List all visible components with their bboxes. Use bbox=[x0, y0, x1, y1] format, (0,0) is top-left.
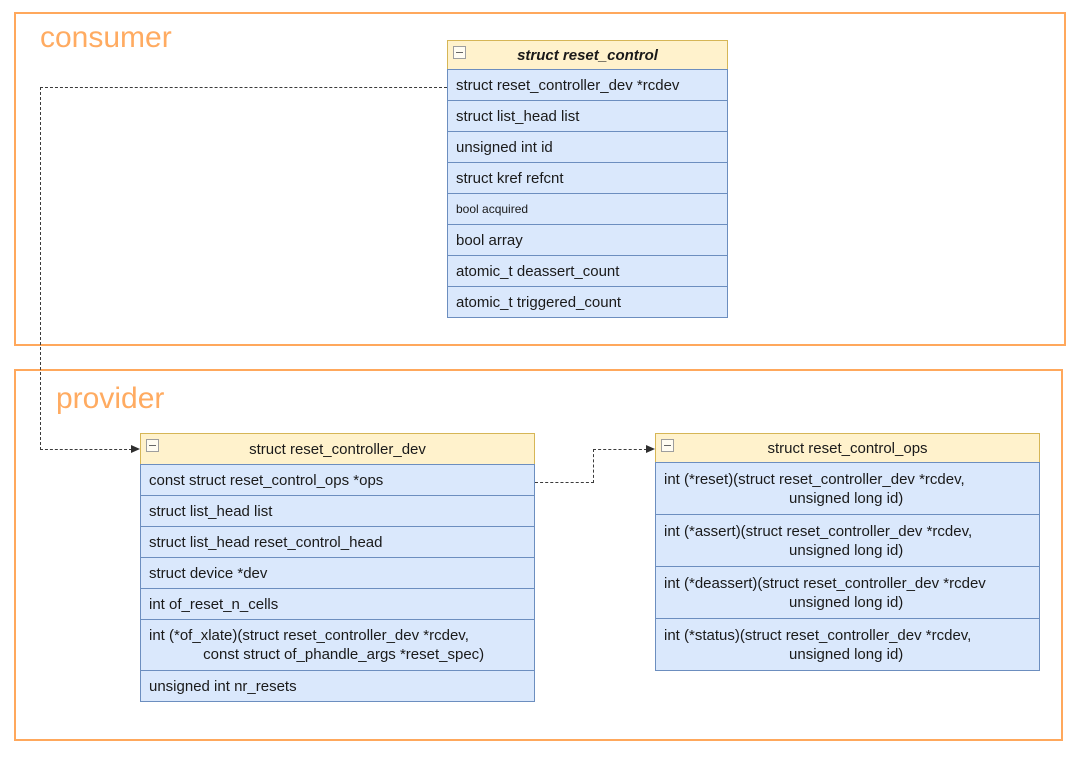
field-refcnt: struct kref refcnt bbox=[447, 162, 728, 194]
field-array: bool array bbox=[447, 224, 728, 256]
field-id: unsigned int id bbox=[447, 131, 728, 163]
field-dev: struct device *dev bbox=[140, 557, 535, 589]
field-op-reset: int (*reset)(struct reset_controller_dev… bbox=[655, 462, 1040, 515]
field-rcdev: struct reset_controller_dev *rcdev bbox=[447, 69, 728, 101]
struct-reset-control-ops-table: struct reset_control_ops int (*reset)(st… bbox=[655, 433, 1040, 671]
field-op-assert: int (*assert)(struct reset_controller_de… bbox=[655, 514, 1040, 567]
struct-title: struct reset_controller_dev bbox=[249, 440, 426, 458]
consumer-group bbox=[14, 12, 1066, 346]
struct-reset-control-ops-header: struct reset_control_ops bbox=[655, 433, 1040, 463]
field-of-reset-n-cells: int of_reset_n_cells bbox=[140, 588, 535, 620]
provider-label: provider bbox=[56, 382, 165, 415]
field-list: struct list_head list bbox=[447, 100, 728, 132]
connector-ops-line-v bbox=[593, 449, 594, 483]
field-list: struct list_head list bbox=[140, 495, 535, 527]
connector-ops-arrowhead-icon bbox=[646, 445, 655, 453]
struct-reset-control-table: struct reset_control struct reset_contro… bbox=[447, 40, 728, 318]
field-reset-control-head: struct list_head reset_control_head bbox=[140, 526, 535, 558]
collapse-minus-icon[interactable] bbox=[146, 439, 159, 452]
field-op-status: int (*status)(struct reset_controller_de… bbox=[655, 618, 1040, 671]
struct-title: struct reset_control bbox=[517, 46, 658, 64]
consumer-label: consumer bbox=[40, 21, 172, 54]
connector-ops-line-h1 bbox=[535, 482, 594, 483]
connector-rcdev-arrowhead-icon bbox=[131, 445, 140, 453]
connector-ops-line-h2 bbox=[593, 449, 647, 450]
field-triggered-count: atomic_t triggered_count bbox=[447, 286, 728, 318]
collapse-minus-icon[interactable] bbox=[661, 439, 674, 452]
struct-title: struct reset_control_ops bbox=[767, 439, 928, 457]
connector-rcdev-line-h1 bbox=[40, 87, 447, 88]
struct-reset-controller-dev-header: struct reset_controller_dev bbox=[140, 433, 535, 465]
collapse-minus-icon[interactable] bbox=[453, 46, 466, 59]
struct-reset-control-header: struct reset_control bbox=[447, 40, 728, 70]
connector-rcdev-line-v bbox=[40, 87, 41, 450]
field-of-xlate: int (*of_xlate)(struct reset_controller_… bbox=[140, 619, 535, 671]
field-ops: const struct reset_control_ops *ops bbox=[140, 464, 535, 496]
connector-rcdev-line-h2 bbox=[40, 449, 132, 450]
field-op-deassert: int (*deassert)(struct reset_controller_… bbox=[655, 566, 1040, 619]
field-nr-resets: unsigned int nr_resets bbox=[140, 670, 535, 702]
field-deassert-count: atomic_t deassert_count bbox=[447, 255, 728, 287]
provider-group bbox=[14, 369, 1063, 741]
struct-reset-controller-dev-table: struct reset_controller_dev const struct… bbox=[140, 433, 535, 702]
field-acquired: bool acquired bbox=[447, 193, 728, 225]
